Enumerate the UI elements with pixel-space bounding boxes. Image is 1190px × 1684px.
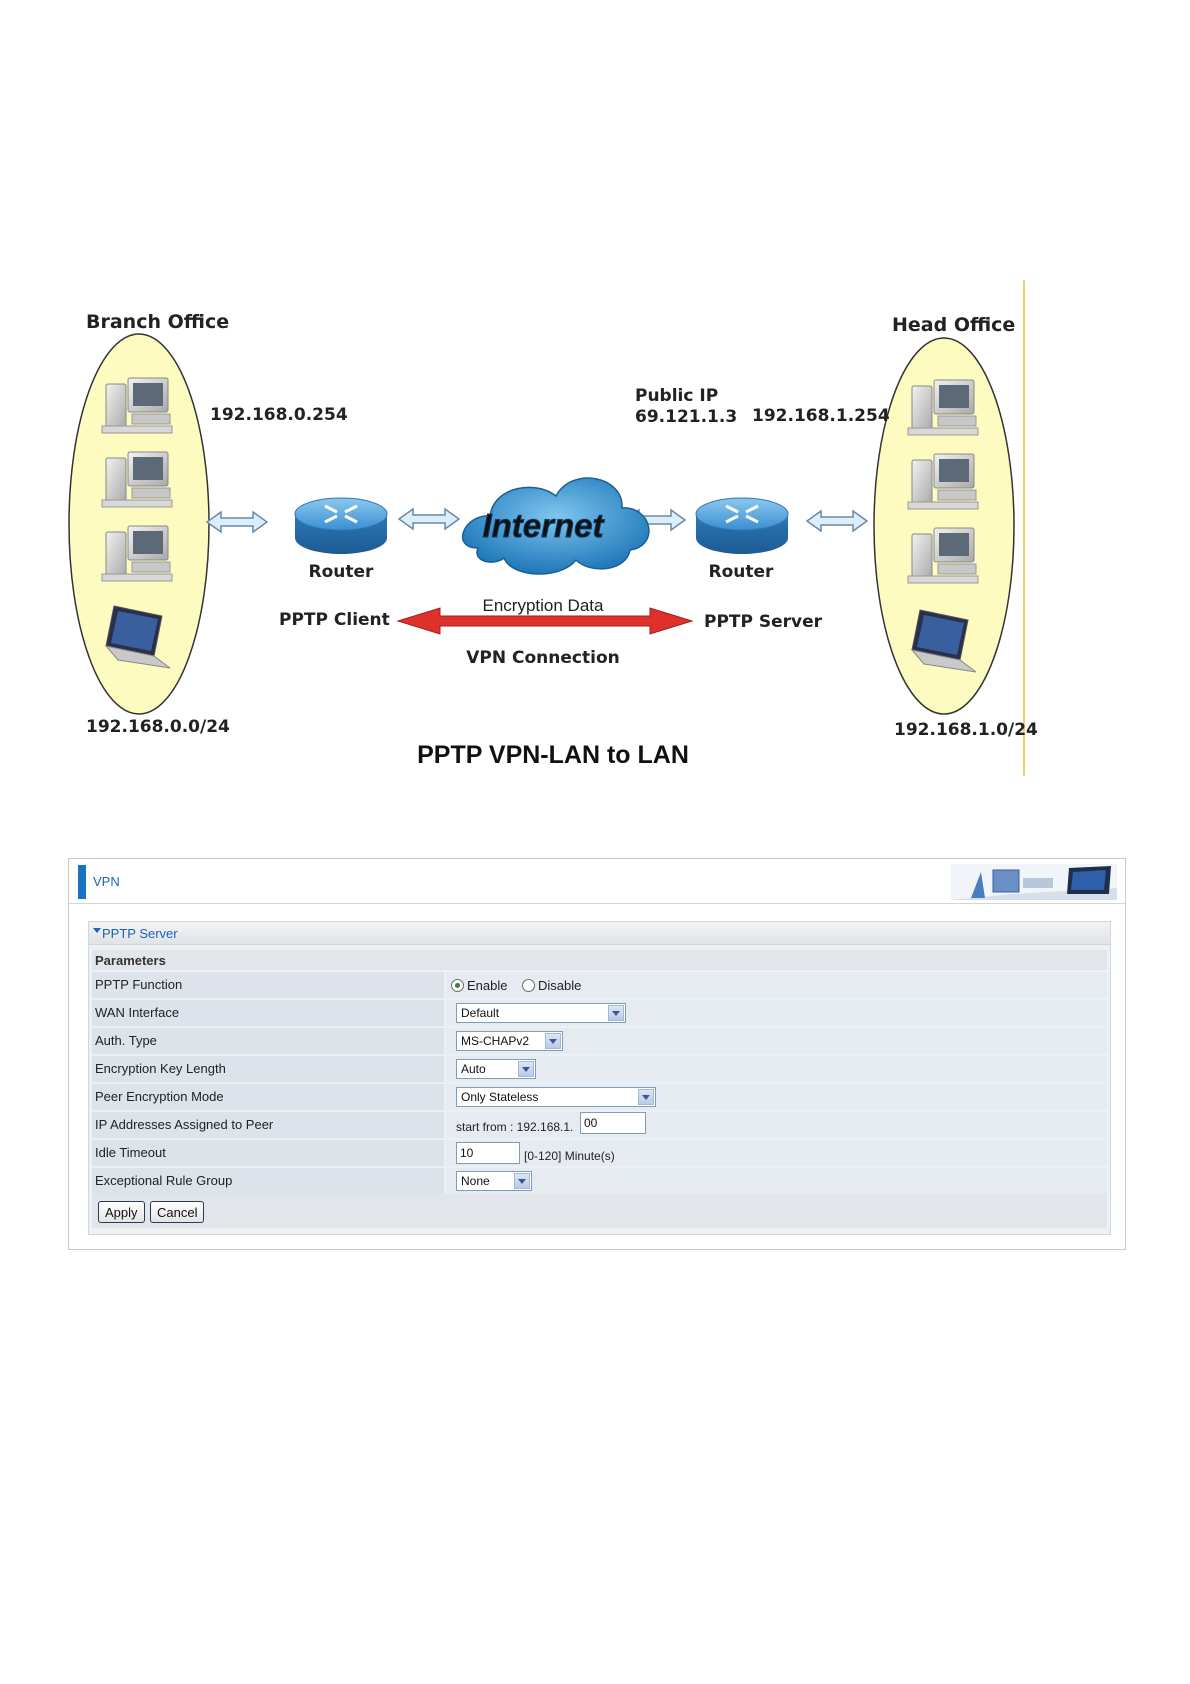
chevron-down-icon[interactable] (514, 1173, 530, 1189)
peer-ip-start-input[interactable]: 00 (580, 1112, 646, 1134)
auth-type-label: Auth. Type (92, 1028, 444, 1054)
row-wan-interface: WAN Interface Default (92, 1000, 1107, 1026)
encryption-key-length-select[interactable]: Auto (456, 1059, 536, 1079)
vpn-panel: VPN PPTP Server Parameters PPTP Function… (68, 858, 1126, 1250)
row-exceptional-rule-group: Exceptional Rule Group None (92, 1168, 1107, 1194)
pptp-client-label: PPTP Client (279, 610, 390, 630)
peer-encryption-mode-selected: Only Stateless (461, 1090, 539, 1104)
head-office-label: Head Office (892, 314, 1015, 336)
idle-timeout-value: 10 [0-120] Minute(s) (446, 1140, 1107, 1166)
pptp-lan-to-lan-diagram: Internet Branch Office Head Office 192.1… (68, 280, 1038, 776)
pptp-server-section: PPTP Server Parameters PPTP Function Ena… (88, 921, 1111, 1235)
button-row: Apply Cancel (92, 1194, 1107, 1228)
auth-type-selected: MS-CHAPv2 (461, 1034, 530, 1048)
diagram-title: PPTP VPN-LAN to LAN (417, 741, 689, 769)
peer-encryption-mode-select[interactable]: Only Stateless (456, 1087, 656, 1107)
internet-cloud-icon (461, 477, 650, 575)
idle-timeout-label: Idle Timeout (92, 1140, 444, 1166)
encryption-key-length-value: Auto (446, 1056, 1107, 1082)
branch-gateway-ip: 192.168.0.254 (210, 405, 348, 425)
encryption-key-length-label: Encryption Key Length (92, 1056, 444, 1082)
head-gateway-ip: 192.168.1.254 (752, 406, 890, 426)
enable-radio-label[interactable]: Enable (467, 978, 508, 993)
head-subnet-label: 192.168.1.0/24 (894, 720, 1038, 740)
auth-type-value: MS-CHAPv2 (446, 1028, 1107, 1054)
row-encryption-key-length: Encryption Key Length Auto (92, 1056, 1107, 1082)
branch-office-label: Branch Office (86, 311, 229, 333)
wan-interface-value: Default (446, 1000, 1107, 1026)
wan-interface-label: WAN Interface (92, 1000, 444, 1026)
exceptional-rule-group-label: Exceptional Rule Group (92, 1168, 444, 1194)
idle-timeout-input[interactable]: 10 (456, 1142, 520, 1164)
parameters-heading: Parameters (92, 950, 1107, 970)
vpn-connection-label: VPN Connection (466, 648, 619, 668)
encryption-key-length-selected: Auto (461, 1062, 486, 1076)
peer-ip-prefix: start from : 192.168.1. (456, 1120, 574, 1134)
chevron-down-icon[interactable] (608, 1005, 624, 1021)
section-title: PPTP Server (102, 926, 178, 941)
internet-label: Internet (482, 507, 605, 544)
enable-radio[interactable] (451, 979, 464, 992)
peer-encryption-mode-value: Only Stateless (446, 1084, 1107, 1110)
row-pptp-function: PPTP Function Enable Disable (92, 972, 1107, 998)
row-idle-timeout: Idle Timeout 10 [0-120] Minute(s) (92, 1140, 1107, 1166)
pptp-server-label: PPTP Server (704, 612, 823, 632)
collapse-triangle-icon (93, 928, 101, 933)
parameters-heading-text: Parameters (95, 953, 166, 968)
exceptional-rule-group-selected: None (461, 1174, 490, 1188)
idle-timeout-hint: [0-120] Minute(s) (524, 1149, 615, 1163)
pptp-function-label: PPTP Function (92, 972, 444, 998)
pptp-function-value: Enable Disable (446, 972, 1107, 998)
auth-type-select[interactable]: MS-CHAPv2 (456, 1031, 563, 1051)
branch-subnet-label: 192.168.0.0/24 (86, 717, 230, 737)
row-peer-encryption-mode: Peer Encryption Mode Only Stateless (92, 1084, 1107, 1110)
wan-interface-select[interactable]: Default (456, 1003, 626, 1023)
row-peer-ip: IP Addresses Assigned to Peer start from… (92, 1112, 1107, 1138)
public-ip-value: 69.121.1.3 (635, 407, 737, 427)
encryption-arrow (396, 607, 694, 635)
peer-ip-label: IP Addresses Assigned to Peer (92, 1112, 444, 1138)
encryption-data-label: Encryption Data (483, 596, 604, 615)
public-ip-label: Public IP (635, 386, 718, 406)
router-left-label: Router (309, 562, 375, 582)
exceptional-rule-group-value: None (446, 1168, 1107, 1194)
exceptional-rule-group-select[interactable]: None (456, 1171, 532, 1191)
disable-radio[interactable] (522, 979, 535, 992)
pptp-server-section-header[interactable]: PPTP Server (89, 922, 1110, 945)
computer-banner-icon (951, 864, 1117, 900)
chevron-down-icon[interactable] (518, 1061, 534, 1077)
router-right-label: Router (709, 562, 775, 582)
header-accent-bar (78, 865, 86, 899)
cancel-button[interactable]: Cancel (150, 1201, 205, 1223)
apply-button[interactable]: Apply (98, 1201, 145, 1223)
wan-interface-selected: Default (461, 1006, 500, 1020)
vpn-header-title: VPN (93, 874, 120, 889)
chevron-down-icon[interactable] (545, 1033, 561, 1049)
chevron-down-icon[interactable] (638, 1089, 654, 1105)
vpn-header: VPN (69, 859, 1125, 904)
peer-ip-value: start from : 192.168.1. 00 (446, 1112, 1107, 1138)
peer-encryption-mode-label: Peer Encryption Mode (92, 1084, 444, 1110)
row-auth-type: Auth. Type MS-CHAPv2 (92, 1028, 1107, 1054)
disable-radio-label[interactable]: Disable (538, 978, 582, 993)
